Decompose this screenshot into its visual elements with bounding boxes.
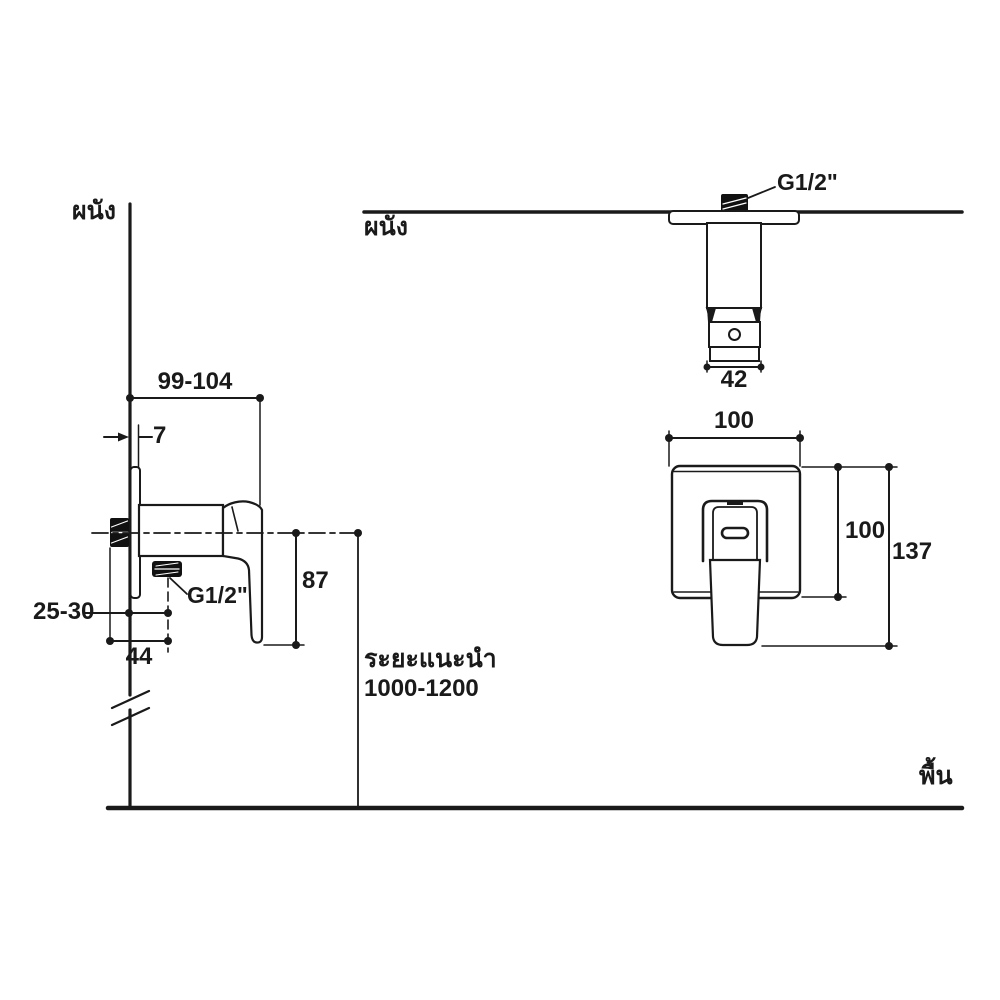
dim-inlet-span [106, 547, 172, 645]
recommended-height-line [354, 529, 362, 809]
shower-arm-view [362, 186, 964, 373]
dim-plate-thickness [103, 424, 153, 468]
dim-total-height-label: 137 [892, 538, 933, 565]
dim-arm-width [703, 360, 765, 373]
thread-inlet-side [152, 561, 182, 577]
handle-lever-front [708, 558, 762, 647]
break-mark-icon [110, 706, 151, 727]
arm-union [705, 307, 763, 323]
break-mark-icon [110, 689, 151, 710]
dim-plate-height [834, 463, 842, 601]
floor-label: พื้น [919, 762, 953, 790]
arm-head-hole [728, 328, 741, 341]
dim-arm-width-label: 42 [720, 366, 748, 393]
dim-inlet-span-label: 44 [125, 643, 153, 670]
dim-total-height [885, 463, 893, 650]
front-view [665, 430, 898, 650]
dim-handle-drop-label: 87 [302, 567, 329, 594]
arm-tube [706, 222, 762, 309]
dim-plate-width [665, 430, 804, 467]
wall-label-side: ผนัง [72, 197, 116, 225]
dim-handle-drop [263, 529, 305, 649]
side-view [83, 202, 965, 811]
dim-offset [126, 394, 264, 506]
recommended-range-label: 1000-1200 [364, 675, 479, 702]
handle-slot [720, 526, 750, 540]
handle-pivot-mark [727, 500, 743, 505]
thread-label-side: G1/2" [187, 582, 248, 608]
dim-offset-label: 99-104 [157, 368, 233, 395]
valve-body-side [137, 503, 225, 558]
thread-leader-line [169, 577, 188, 595]
handle-lever-side [221, 500, 264, 644]
dim-wall-depth [83, 609, 172, 617]
dim-wall-depth-label: 25-30 [33, 598, 95, 625]
thread-nipple [721, 194, 748, 212]
arm-head-base [709, 346, 760, 362]
recommended-title-label: ระยะแนะนำ [364, 645, 497, 673]
handle-edge-line [231, 506, 239, 532]
dim-plate-width-label: 100 [713, 407, 755, 434]
dim-plate-height-label: 100 [845, 517, 886, 544]
thread-leader-line [747, 186, 776, 199]
wall-label-top: ผนัง [364, 213, 408, 241]
thread-label-top: G1/2" [777, 169, 838, 195]
dim-plate-thickness-label: 7 [153, 422, 167, 449]
